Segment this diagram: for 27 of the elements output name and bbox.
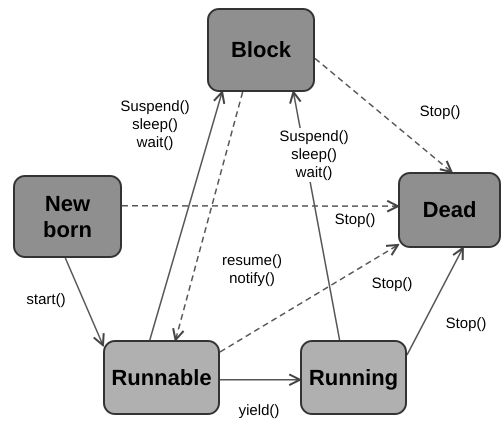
state-box	[300, 340, 407, 415]
edge-label: Suspend() sleep() wait()	[119, 98, 191, 152]
arrow	[220, 373, 302, 386]
arrow	[406, 247, 464, 356]
arrow	[220, 244, 400, 353]
state-name: Running	[308, 364, 400, 390]
edge-label: resume() notify()	[221, 252, 284, 288]
arrow	[122, 200, 400, 213]
arrow	[149, 91, 226, 340]
state-box	[103, 340, 220, 415]
arrow	[314, 58, 453, 174]
state-name: Runnable	[110, 364, 213, 390]
edge-label: Stop()	[444, 315, 488, 333]
state-name: New born	[42, 190, 93, 242]
state-box	[13, 175, 122, 258]
arrow	[172, 92, 244, 342]
edge-label: Stop()	[418, 103, 462, 121]
edge-label: Stop()	[334, 211, 376, 229]
edge-label: yield()	[238, 402, 280, 420]
edge-label: Stop()	[370, 275, 414, 293]
arrow	[64, 258, 105, 346]
state-box	[207, 8, 315, 92]
state-name: Dead	[422, 197, 478, 223]
edge-label: Suspend() sleep() wait()	[278, 128, 350, 182]
state-box	[398, 172, 501, 248]
state-name: Block	[230, 37, 292, 63]
edge-label: start()	[25, 291, 67, 309]
